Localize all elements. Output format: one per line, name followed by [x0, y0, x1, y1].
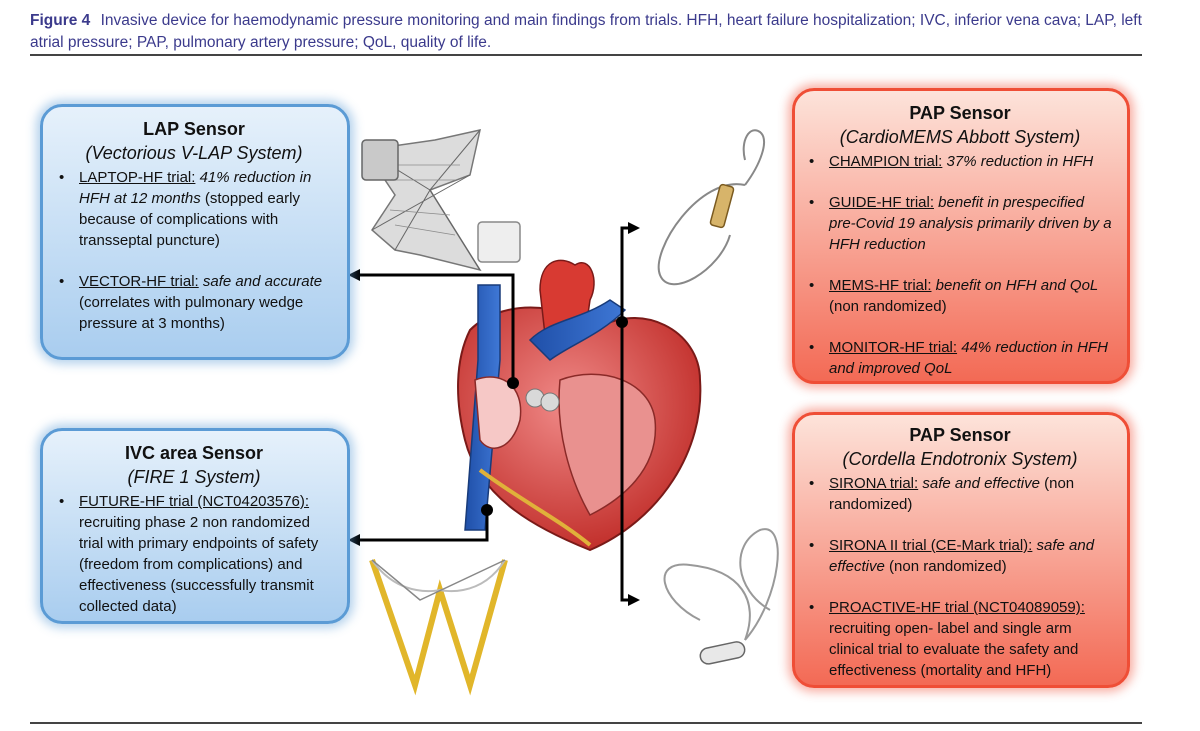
trial-name: VECTOR-HF trial: — [79, 273, 199, 290]
ivc-sensor-title: IVC area Sensor — [124, 443, 264, 463]
ivc-trial-item: • FUTURE-HF trial (NCT04203576): recruiti… — [57, 491, 331, 617]
trial-note: (stopped early because of complications … — [79, 190, 300, 249]
lap-trial-item: • LAPTOP-HF trial: 41% reduction in HFH a… — [57, 167, 331, 251]
cordella-trial-item: • SIRONA II trial (CE-Mark trial): safe a… — [807, 535, 1113, 577]
trial-finding: benefit on HFH and QoL — [935, 277, 1099, 294]
trial-name: SIRONA II trial (CE-Mark trial): — [829, 537, 1033, 554]
trial-name: PROACTIVE-HF trial (NCT04089059): — [829, 599, 1085, 616]
heart-illustration — [457, 259, 702, 552]
cordella-trial-list: • SIRONA trial: safe and effective (non r… — [807, 473, 1113, 681]
lap-sensor-box: LAP Sensor (Vectorious V-LAP System) • LA… — [40, 104, 350, 360]
trial-finding: safe and effective — [922, 475, 1040, 492]
cardiomems-sensor-title: PAP Sensor — [909, 103, 1011, 123]
top-rule — [30, 54, 1142, 56]
cardiomems-device-illustration — [657, 129, 765, 286]
ivc-sensor-box: IVC area Sensor (FIRE 1 System) • FUTURE-… — [40, 428, 350, 624]
trial-note: (correlates with pulmonary wedge pressur… — [79, 294, 304, 332]
trial-finding: 44% reduction in HFH and improved QoL — [829, 339, 1108, 377]
trial-note: (non randomized) — [829, 298, 947, 315]
bullet: • — [809, 537, 815, 554]
bottom-rule — [30, 722, 1142, 724]
trial-name: CHAMPION trial: — [829, 153, 943, 170]
trial-name: SIRONA trial: — [829, 475, 919, 492]
cordella-trial-item: • PROACTIVE-HF trial (NCT04089059): recru… — [807, 597, 1113, 681]
bullet: • — [809, 475, 815, 492]
trial-note: recruiting open- label and single arm cl… — [829, 620, 1079, 679]
cordella-sensor-subtitle: (Cordella Endotronix System) — [842, 449, 1078, 469]
trial-finding: safe and accurate — [202, 273, 323, 290]
trial-name: FUTURE-HF trial (NCT04203576): — [79, 493, 310, 510]
cardiomems-trial-item: • GUIDE-HF trial: benefit in prespecified… — [807, 192, 1113, 255]
cordella-device-illustration — [663, 528, 779, 665]
cordella-sensor-box: PAP Sensor (Cordella Endotronix System) … — [792, 412, 1130, 688]
connector-arrowheads — [348, 222, 640, 606]
cardiomems-sensor-subtitle: (CardioMEMS Abbott System) — [839, 127, 1081, 147]
bullet: • — [809, 153, 815, 170]
lap-trial-item: • VECTOR-HF trial: safe and accurate (cor… — [57, 271, 331, 334]
cardiomems-trial-item: • MONITOR-HF trial: 44% reduction in HFH … — [807, 337, 1113, 379]
figure-caption: Figure 4 Invasive device for haemodynami… — [30, 10, 1170, 54]
trial-finding: safe and effective — [829, 537, 1095, 575]
vlap-device-illustration — [361, 129, 521, 272]
lap-sensor-title: LAP Sensor — [143, 119, 245, 139]
lap-trial-list: • LAPTOP-HF trial: 41% reduction in HFH a… — [57, 167, 331, 334]
ivc-sensor-subtitle: (FIRE 1 System) — [127, 467, 261, 487]
cardiomems-trial-item: • MEMS-HF trial: benefit on HFH and QoL (… — [807, 275, 1113, 317]
trial-finding: benefit in prespecified pre-Covid 19 ana… — [829, 194, 1112, 253]
figure-label: Figure 4 — [30, 12, 91, 29]
trial-name: MEMS-HF trial: — [829, 277, 932, 294]
bullet: • — [809, 339, 815, 356]
trial-finding: 41% reduction in HFH at 12 months — [79, 169, 312, 207]
bullet: • — [59, 493, 65, 510]
cardiomems-trial-item: • CHAMPION trial: 37% reduction in HFH — [807, 151, 1113, 172]
figure-caption-text: Invasive device for haemodynamic pressur… — [30, 12, 1142, 51]
trial-name: MONITOR-HF trial: — [829, 339, 958, 356]
trial-name: GUIDE-HF trial: — [829, 194, 934, 211]
lap-sensor-subtitle: (Vectorious V-LAP System) — [85, 143, 303, 163]
bullet: • — [809, 599, 815, 616]
ivc-trial-list: • FUTURE-HF trial (NCT04203576): recruiti… — [57, 491, 331, 617]
trial-name: LAPTOP-HF trial: — [79, 169, 196, 186]
trial-note: recruiting phase 2 non randomized trial … — [79, 514, 319, 615]
fire1-device-illustration — [369, 559, 508, 696]
bullet: • — [809, 194, 815, 211]
trial-note: (non randomized) — [829, 475, 1075, 513]
cardiomems-sensor-box: PAP Sensor (CardioMEMS Abbott System) • C… — [792, 88, 1130, 384]
bullet: • — [59, 169, 65, 186]
bullet: • — [809, 277, 815, 294]
bullet: • — [59, 273, 65, 290]
trial-note: (non randomized) — [889, 558, 1007, 575]
cordella-trial-item: • SIRONA trial: safe and effective (non r… — [807, 473, 1113, 515]
trial-finding: 37% reduction in HFH — [946, 153, 1094, 170]
cordella-sensor-title: PAP Sensor — [909, 425, 1011, 445]
cardiomems-trial-list: • CHAMPION trial: 37% reduction in HFH • G… — [807, 151, 1113, 379]
